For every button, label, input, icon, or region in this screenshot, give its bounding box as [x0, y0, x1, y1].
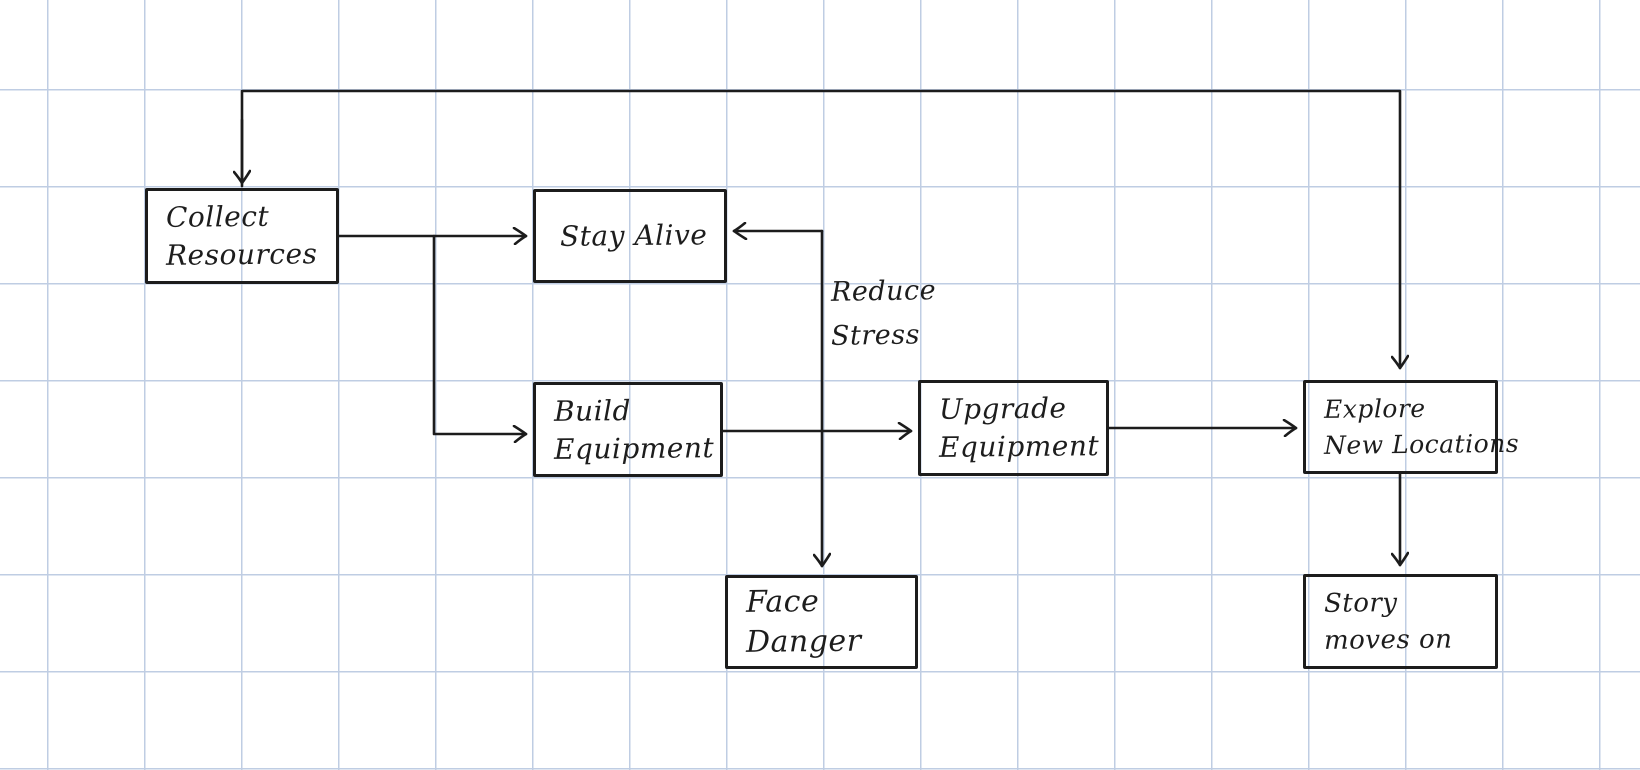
node-label-line: Stay Alive [559, 218, 708, 253]
node-label-line: New Locations [1323, 428, 1520, 460]
edge-label-line: Stress [830, 319, 921, 352]
node-label-line: Build [553, 393, 632, 428]
node-label-line: Upgrade [938, 391, 1067, 426]
node-label-line: Resources [165, 237, 318, 272]
node-face-danger[interactable]: Face Danger [725, 575, 918, 669]
node-stay-alive[interactable]: Stay Alive [533, 189, 727, 283]
node-label-line: Collect [165, 199, 270, 234]
node-label-line: Story [1323, 587, 1398, 619]
node-upgrade-equipment[interactable]: Upgrade Equipment [918, 380, 1109, 476]
node-build-equipment[interactable]: Build Equipment [533, 382, 723, 477]
node-story-moves-on[interactable]: Story moves on [1303, 574, 1498, 669]
node-label-line: Face [745, 584, 820, 620]
edge-label-reduce-stress[interactable]: Reduce Stress [830, 270, 937, 358]
node-label-line: moves on [1323, 624, 1453, 656]
node-collect-resources[interactable]: Collect Resources [145, 188, 339, 284]
node-label-line: Danger [745, 623, 862, 660]
node-label-line: Equipment [938, 429, 1100, 464]
node-label-line: Equipment [553, 430, 715, 466]
node-explore-new-locations[interactable]: Explore New Locations [1303, 380, 1520, 474]
node-label-line: Explore [1323, 393, 1426, 424]
edge-collect-to-build[interactable] [432, 234, 528, 434]
edge-label-line: Reduce [830, 275, 937, 308]
